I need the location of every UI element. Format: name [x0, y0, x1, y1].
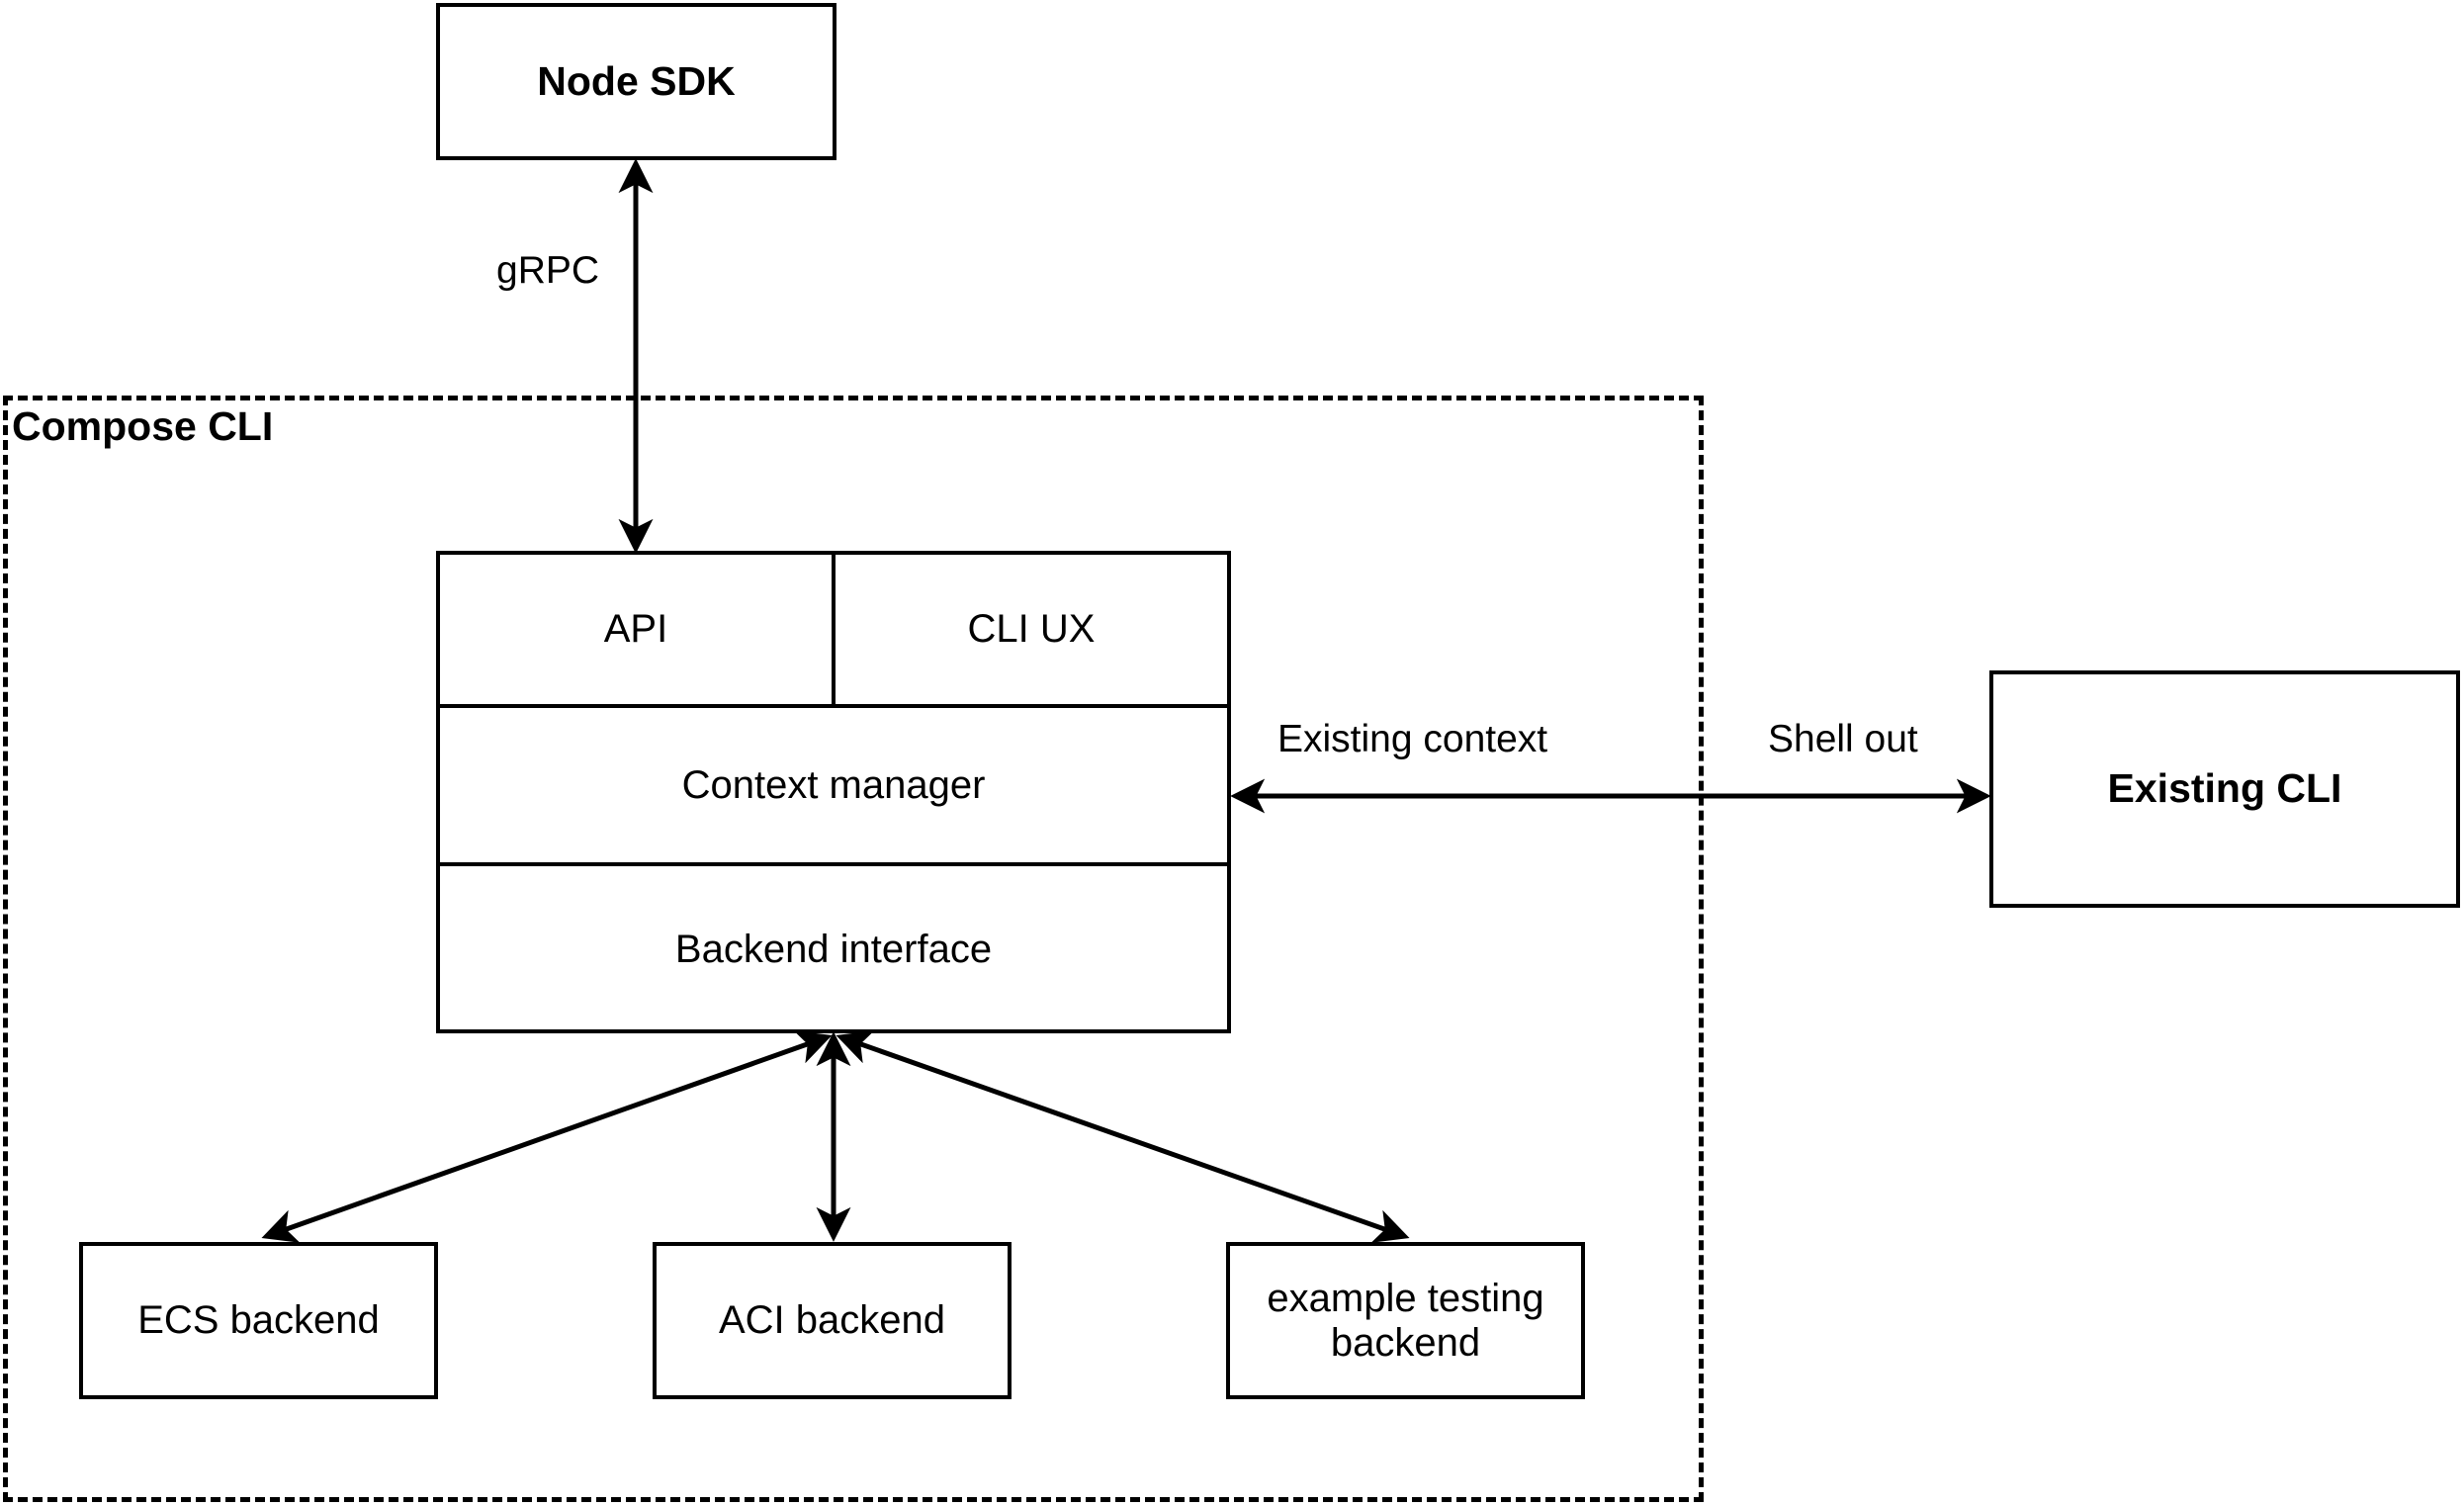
node-sdk-label: Node SDK [537, 57, 736, 104]
edge-label-grpc: gRPC [490, 249, 606, 293]
edge-backend-ecs [261, 1030, 833, 1243]
edge-label-shell-out: Shell out [1762, 718, 1924, 761]
example-testing-backend-box: example testing backend [1226, 1242, 1585, 1399]
stack-cell-backend-interface: Backend interface [440, 866, 1227, 1033]
stack-row-api-cliux: API CLI UX [440, 555, 1227, 708]
stack-row-context-manager: Context manager [440, 708, 1227, 866]
api-label: API [603, 607, 668, 652]
stack-cell-api: API [440, 555, 836, 704]
edge-label-existing-context: Existing context [1272, 718, 1554, 761]
stack-cell-cli-ux: CLI UX [836, 555, 1227, 704]
existing-cli-box: Existing CLI [1989, 670, 2460, 908]
node-sdk-box: Node SDK [436, 3, 836, 160]
example-testing-backend-label: example testing backend [1267, 1276, 1544, 1365]
context-manager-label: Context manager [681, 762, 986, 807]
compose-cli-container [3, 396, 1704, 1502]
backend-interface-label: Backend interface [674, 928, 993, 972]
aci-backend-box: ACI backend [653, 1242, 1012, 1399]
ecs-backend-box: ECS backend [79, 1242, 438, 1399]
stack-cell-context-manager: Context manager [440, 708, 1227, 862]
aci-backend-label: ACI backend [718, 1298, 946, 1343]
compose-cli-label: Compose CLI [12, 403, 274, 449]
existing-cli-label: Existing CLI [2107, 765, 2342, 812]
cli-ux-label: CLI UX [967, 607, 1096, 652]
compose-cli-stack: API CLI UX Context manager Backend inter… [436, 551, 1231, 1033]
edge-backend-example [836, 1030, 1410, 1243]
ecs-backend-label: ECS backend [137, 1298, 380, 1343]
stack-row-backend-interface: Backend interface [440, 866, 1227, 1033]
